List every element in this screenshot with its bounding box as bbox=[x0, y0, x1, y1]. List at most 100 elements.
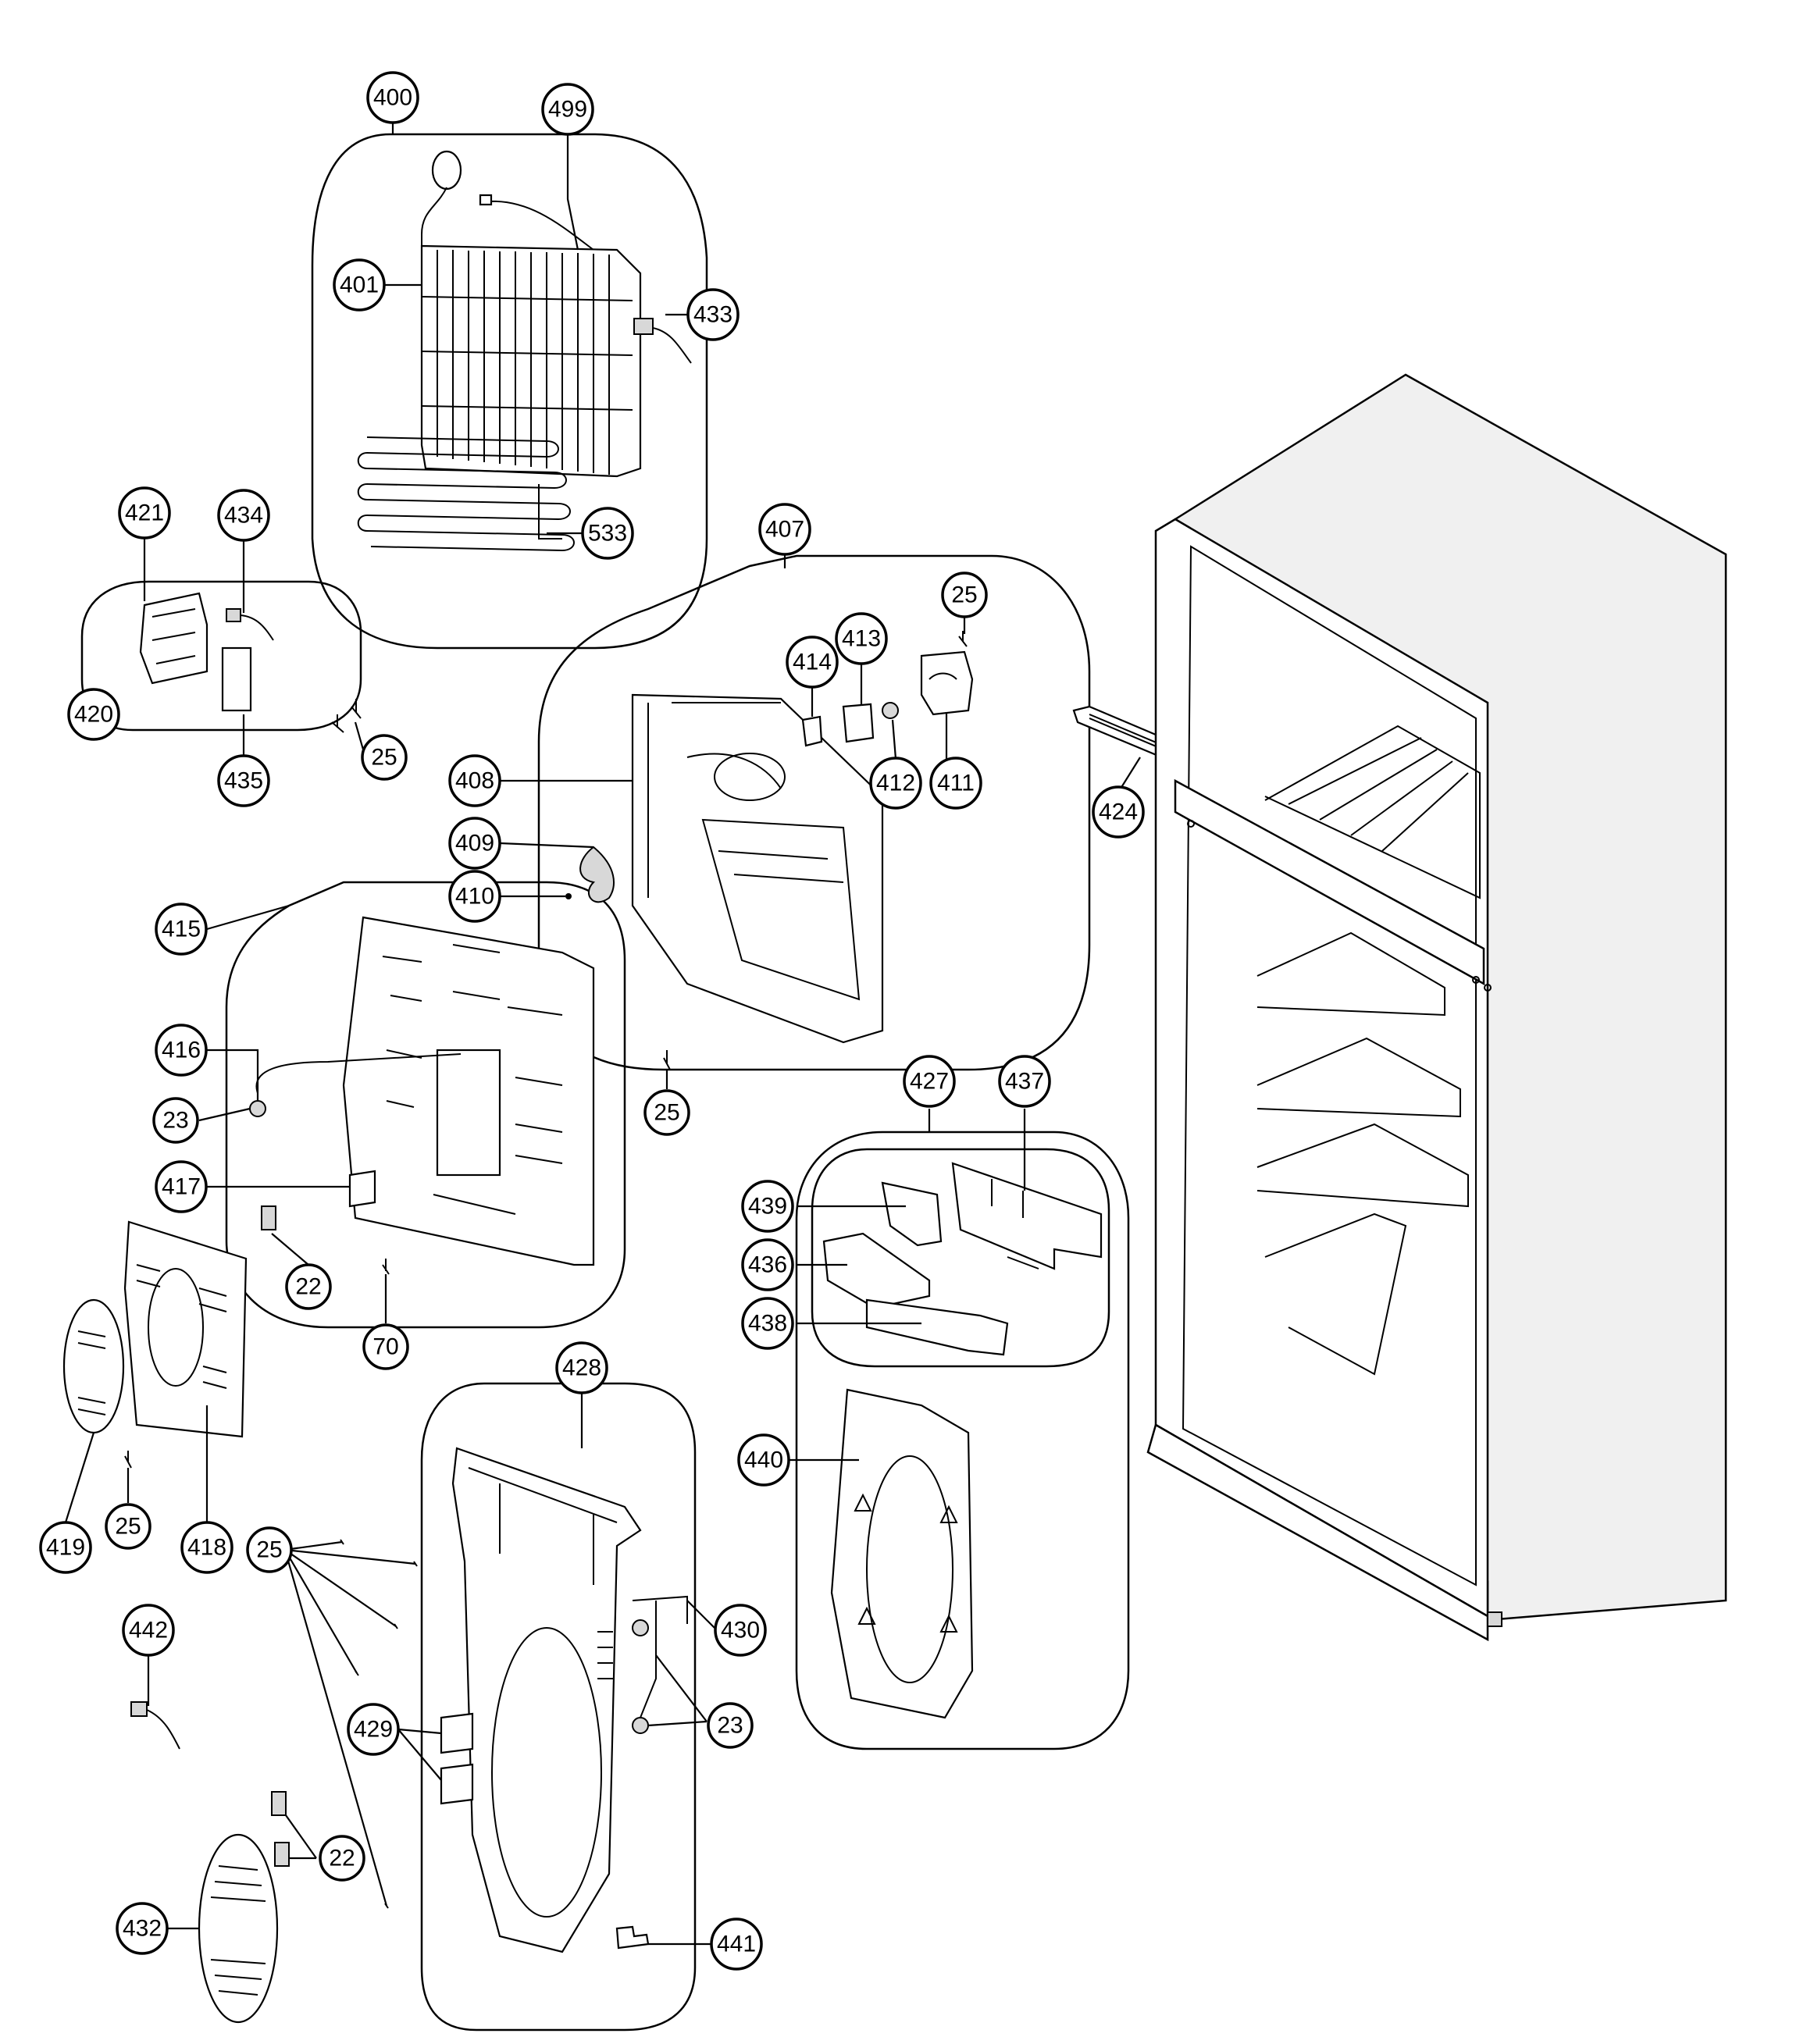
callout-25d: 25 bbox=[105, 1503, 151, 1550]
callout-499: 499 bbox=[541, 83, 594, 136]
svg-text:25: 25 bbox=[951, 582, 977, 608]
callout-435: 435 bbox=[217, 754, 270, 807]
screw-70 bbox=[382, 1259, 390, 1275]
svg-text:70: 70 bbox=[372, 1334, 398, 1360]
svg-text:533: 533 bbox=[588, 521, 627, 547]
svg-text:432: 432 bbox=[123, 1916, 162, 1942]
hinge-screw-2 bbox=[1472, 976, 1480, 984]
housing-436 bbox=[822, 1232, 931, 1309]
svg-text:25: 25 bbox=[115, 1514, 141, 1540]
svg-text:421: 421 bbox=[125, 500, 164, 526]
defrost-heater-533 bbox=[357, 436, 575, 552]
svg-text:22: 22 bbox=[295, 1274, 321, 1300]
callout-407: 407 bbox=[758, 503, 811, 556]
evaporator-bulb bbox=[431, 150, 462, 191]
clip-417 bbox=[348, 1170, 376, 1208]
svg-text:417: 417 bbox=[162, 1174, 201, 1200]
callout-413: 413 bbox=[835, 612, 888, 665]
knob-435 bbox=[221, 646, 252, 712]
callout-414: 414 bbox=[786, 636, 839, 689]
svg-text:418: 418 bbox=[187, 1535, 226, 1561]
grille-428 bbox=[597, 1631, 613, 1679]
housing-428 bbox=[451, 1447, 642, 1953]
group-420-outline bbox=[80, 580, 362, 732]
switch-439 bbox=[881, 1181, 943, 1247]
callout-432: 432 bbox=[116, 1902, 169, 1955]
svg-text:23: 23 bbox=[717, 1713, 743, 1739]
evaporator-tube bbox=[421, 187, 447, 250]
callout-439: 439 bbox=[741, 1180, 794, 1233]
svg-text:439: 439 bbox=[748, 1194, 787, 1220]
housing-440 bbox=[830, 1388, 974, 1719]
screw-25c bbox=[663, 1050, 671, 1070]
svg-text:415: 415 bbox=[162, 917, 201, 942]
dispenser-housing-428 bbox=[440, 1447, 688, 1953]
group-407-outline bbox=[537, 554, 1091, 1071]
callout-70: 70 bbox=[362, 1323, 409, 1370]
callout-401: 401 bbox=[333, 258, 386, 312]
motor-413 bbox=[842, 703, 875, 743]
callout-429: 429 bbox=[347, 1703, 400, 1756]
cover-418 bbox=[123, 1220, 248, 1438]
door-shelf-2 bbox=[1256, 1037, 1461, 1118]
svg-text:438: 438 bbox=[748, 1311, 787, 1337]
lamp-22b-2 bbox=[274, 1842, 290, 1867]
svg-text:22: 22 bbox=[329, 1846, 355, 1871]
callout-25e: 25 bbox=[246, 1526, 293, 1573]
svg-text:436: 436 bbox=[748, 1252, 787, 1278]
crisper-drawer bbox=[1264, 1213, 1407, 1376]
cabinet-divider bbox=[1174, 778, 1485, 986]
gear-412 bbox=[882, 702, 899, 719]
evaporator-assembly bbox=[357, 150, 692, 552]
group-outlines bbox=[80, 133, 1130, 2032]
svg-text:428: 428 bbox=[562, 1355, 601, 1381]
fan-housing-408 bbox=[631, 693, 884, 1044]
svg-text:424: 424 bbox=[1099, 799, 1138, 825]
svg-text:420: 420 bbox=[74, 702, 113, 728]
callout-411: 411 bbox=[929, 757, 982, 810]
evaporator-fins bbox=[421, 250, 633, 475]
callout-416: 416 bbox=[155, 1024, 208, 1077]
callout-417: 417 bbox=[155, 1160, 208, 1213]
screw-25b bbox=[958, 631, 968, 647]
svg-text:409: 409 bbox=[455, 831, 494, 856]
svg-text:434: 434 bbox=[224, 503, 263, 529]
screw-25d bbox=[124, 1451, 132, 1469]
fan-blade-409 bbox=[579, 846, 615, 903]
wire-416 bbox=[255, 1053, 462, 1094]
callout-438: 438 bbox=[741, 1297, 794, 1350]
cabinet-front bbox=[1154, 518, 1489, 1618]
svg-text:499: 499 bbox=[548, 97, 587, 123]
callout-25c: 25 bbox=[643, 1089, 690, 1136]
plug-23b-1 bbox=[632, 1619, 649, 1636]
callout-424: 424 bbox=[1092, 785, 1145, 839]
bracket-411 bbox=[920, 650, 974, 716]
hinge-screw-1 bbox=[1187, 820, 1195, 828]
callout-419: 419 bbox=[39, 1521, 92, 1574]
callout-412: 412 bbox=[869, 757, 922, 810]
group-400-outline bbox=[311, 133, 708, 650]
svg-text:440: 440 bbox=[744, 1448, 783, 1473]
callout-23b: 23 bbox=[707, 1702, 754, 1749]
connector-433 bbox=[633, 318, 654, 335]
connector-434 bbox=[226, 608, 241, 622]
dispenser-cover-assembly bbox=[62, 1220, 248, 1438]
callout-533: 533 bbox=[581, 507, 634, 560]
connector-442 bbox=[130, 1701, 148, 1717]
callout-427: 427 bbox=[903, 1055, 956, 1108]
dispenser-internals-427 bbox=[822, 1162, 1103, 1719]
hinge-screw-3 bbox=[1484, 984, 1492, 992]
cabinet-base bbox=[1146, 1423, 1489, 1642]
cabinet-foot bbox=[1487, 1611, 1502, 1627]
lamp-22a bbox=[261, 1205, 276, 1230]
svg-text:25: 25 bbox=[371, 745, 397, 771]
svg-text:435: 435 bbox=[224, 768, 263, 794]
wire-430 bbox=[632, 1595, 688, 1718]
callout-437: 437 bbox=[998, 1055, 1051, 1108]
callout-22b: 22 bbox=[319, 1835, 365, 1882]
svg-text:430: 430 bbox=[721, 1618, 760, 1643]
group-427-inner-outline bbox=[811, 1148, 1110, 1368]
svg-text:401: 401 bbox=[340, 272, 379, 298]
panel-assembly bbox=[249, 916, 595, 1266]
